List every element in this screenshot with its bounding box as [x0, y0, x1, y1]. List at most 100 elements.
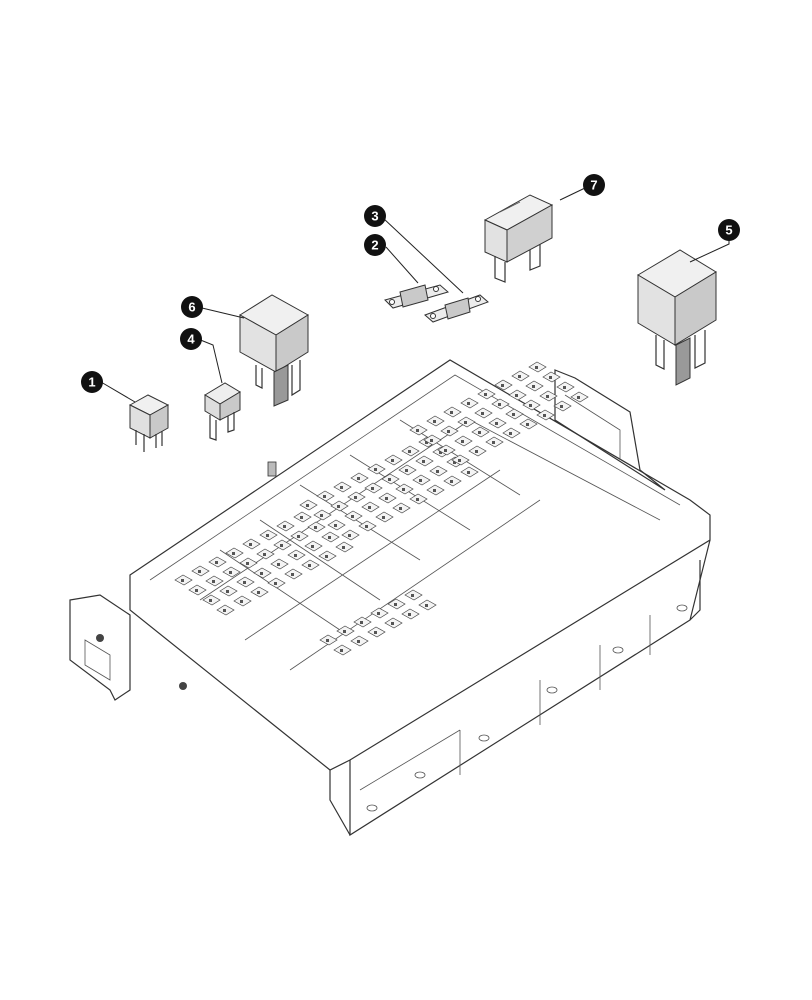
fuse-slot-contact — [348, 534, 351, 537]
fuse-slot-contact — [274, 582, 277, 585]
fuse-slot-contact — [416, 498, 419, 501]
fuse-slot-contact — [368, 506, 371, 509]
part-7-maxi-blade-fuse — [483, 194, 554, 283]
fuse-slot-contact — [340, 486, 343, 489]
fuse-slot-contact — [351, 515, 354, 518]
fuse-slot-contact — [328, 536, 331, 539]
callout-3-label: 3 — [371, 209, 378, 224]
fuse-slot-contact — [365, 525, 368, 528]
fuse-slot-contact — [430, 439, 433, 442]
fuse-slot-contact — [549, 376, 552, 379]
fuse-slot-contact — [467, 471, 470, 474]
fuse-slot-contact — [501, 384, 504, 387]
fuse-slot-contact — [374, 631, 377, 634]
fuse-slot-contact — [532, 385, 535, 388]
fuse-slot-contact — [492, 441, 495, 444]
fuse-slot-contact — [408, 450, 411, 453]
callout-2: 2 — [364, 234, 386, 256]
fuse-slot-contact — [226, 590, 229, 593]
fuse-slot-contact — [311, 545, 314, 548]
fuse-slot-contact — [300, 516, 303, 519]
fuse-slot-contact — [515, 394, 518, 397]
fuse-slot-contact — [260, 572, 263, 575]
fuse-slot-contact — [450, 480, 453, 483]
fuse-slot-contact — [385, 497, 388, 500]
fuse-slot-contact — [314, 526, 317, 529]
fuse-slot-contact — [475, 450, 478, 453]
fuse-slot-contact — [467, 402, 470, 405]
part-6-standard-relay — [239, 294, 309, 407]
fuse-slot-contact — [450, 411, 453, 414]
fuse-slot-contact — [447, 430, 450, 433]
callout-6: 6 — [181, 296, 203, 318]
fuse-slot-contact — [343, 630, 346, 633]
fuse-slot-contact — [326, 639, 329, 642]
fuse-slot-contact — [240, 600, 243, 603]
fuse-slot-contact — [433, 420, 436, 423]
fuse-slot-contact — [464, 421, 467, 424]
fuse-slot-contact — [509, 432, 512, 435]
fuse-slot-contact — [297, 535, 300, 538]
part-1-micro-relay — [128, 394, 170, 452]
fuse-slot-contact — [308, 564, 311, 567]
fuse-slot-contact — [394, 603, 397, 606]
fuse-slot-contact — [232, 552, 235, 555]
callout-2-label: 2 — [371, 238, 378, 253]
callout-1: 1 — [81, 371, 103, 393]
fuse-slot-contact — [249, 543, 252, 546]
fuse-slot-contact — [518, 375, 521, 378]
fuse-slot-contact — [357, 477, 360, 480]
fuse-slot-contact — [461, 440, 464, 443]
fuse-slot-contact — [229, 571, 232, 574]
fuse-slot-contact — [495, 422, 498, 425]
fuse-slot-contact — [382, 516, 385, 519]
fuse-slot-contact — [215, 561, 218, 564]
fuse-slot-contact — [425, 441, 428, 444]
fuse-slot-contact — [425, 604, 428, 607]
fuse-slot-contact — [283, 525, 286, 528]
fuse-slot-contact — [529, 404, 532, 407]
callout-4-label: 4 — [187, 332, 195, 347]
callout-6-label: 6 — [188, 300, 195, 315]
part-4-mini-blade-fuse — [204, 382, 241, 441]
fuse-slot-contact — [377, 612, 380, 615]
fuse-slot-contact — [374, 468, 377, 471]
fuse-slot-contact — [411, 594, 414, 597]
fuse-slot-contact — [198, 570, 201, 573]
fuse-slot-contact — [320, 514, 323, 517]
part-2-strip-fuse — [384, 284, 450, 309]
fuse-slot-contact — [337, 505, 340, 508]
fuse-slot-contact — [371, 487, 374, 490]
fuse-slot-contact — [291, 573, 294, 576]
fuse-slot-contact — [391, 459, 394, 462]
callout-7-label: 7 — [590, 178, 597, 193]
fuse-slot-contact — [334, 524, 337, 527]
callout-3: 3 — [364, 205, 386, 227]
fuse-slot-contact — [444, 449, 447, 452]
fuse-slot-contact — [391, 622, 394, 625]
fuse-slot-contact — [388, 478, 391, 481]
fuse-slot-contact — [195, 589, 198, 592]
fuse-slot-contact — [481, 412, 484, 415]
fuse-slot-contact — [484, 393, 487, 396]
fuse-slot-contact — [294, 554, 297, 557]
part-3-strip-fuse — [424, 294, 489, 323]
fuse-slot-contact — [306, 504, 309, 507]
fuse-slot-contact — [257, 591, 260, 594]
fuse-slot-contact — [563, 386, 566, 389]
fuse-slot-contact — [209, 599, 212, 602]
fuse-slot-contact — [416, 429, 419, 432]
fuse-slot-contact — [405, 469, 408, 472]
fuse-slot-contact — [439, 451, 442, 454]
fuse-slot-contact — [325, 555, 328, 558]
fuse-slot-contact — [478, 431, 481, 434]
callout-5-label: 5 — [725, 223, 732, 238]
fuse-slot-contact — [357, 640, 360, 643]
fuse-slot-contact — [436, 470, 439, 473]
fuse-slot-contact — [577, 396, 580, 399]
fuse-slot-contact — [323, 495, 326, 498]
fuse-slot-grid — [174, 361, 589, 656]
fuse-slot-contact — [277, 563, 280, 566]
fuse-slot-contact — [498, 403, 501, 406]
fuse-slot-contact — [263, 553, 266, 556]
